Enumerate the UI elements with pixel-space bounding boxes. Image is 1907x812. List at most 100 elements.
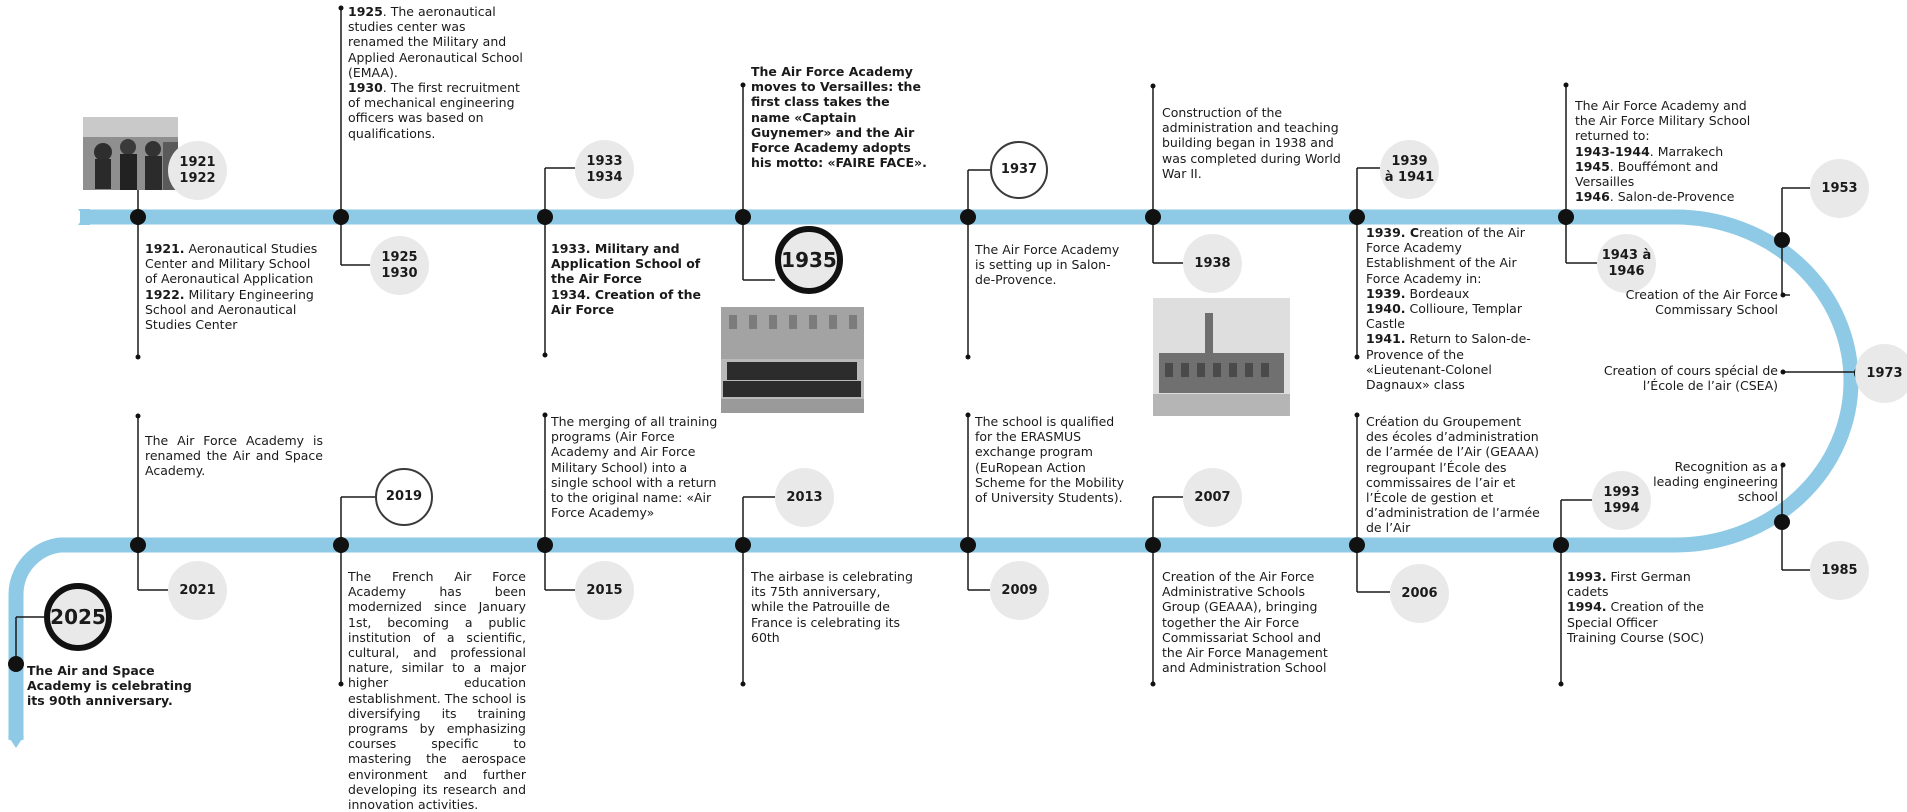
event-line-text: . The first recruitment of mechanical en… <box>348 80 520 141</box>
event-line-lead: 1939. <box>1366 285 1406 301</box>
event-text-1937: The Air Force Academy is setting up in S… <box>975 242 1125 288</box>
event-line-text: Création du Groupement des écoles d’admi… <box>1366 414 1540 536</box>
event-line-text: The Air Force Academy is setting up in S… <box>975 242 1120 288</box>
event-text-1973: Creation of cours spécial de l’École de … <box>1600 363 1778 393</box>
event-line-text: First German cadets <box>1567 569 1691 600</box>
event-line: 1925. The aeronautical studies center wa… <box>348 4 523 80</box>
event-line-lead: 1941. <box>1366 331 1406 347</box>
event-line-text: Creation of the Air Force Administrative… <box>1162 569 1328 676</box>
event-line: 1933. Military and Application School of… <box>551 241 723 287</box>
timeline-end-arrow <box>8 736 24 748</box>
event-line-lead: The Air and Space Academy is celebrating… <box>27 663 192 709</box>
event-line-lead: 1943-1944 <box>1575 143 1650 159</box>
event-line: The Air Force Academy and the Air Force … <box>1575 98 1755 144</box>
event-line-lead: 1994. <box>1567 599 1607 615</box>
event-text-1921: 1921. Aeronautical Studies Center and Mi… <box>145 241 325 332</box>
event-line-text: reation of the Air Force Academy Establi… <box>1366 225 1525 286</box>
event-line-lead: 1945 <box>1575 158 1610 174</box>
event-text-1943: The Air Force Academy and the Air Force … <box>1575 98 1755 204</box>
event-line-lead: 1922. <box>145 286 185 302</box>
event-line: 1993. First German cadets <box>1567 569 1707 599</box>
event-text-1935: The Air Force Academy moves to Versaille… <box>751 64 931 170</box>
event-text-2025: The Air and Space Academy is celebrating… <box>27 663 207 709</box>
photo-1921 <box>83 117 178 190</box>
event-line-text: Bordeaux <box>1405 285 1470 301</box>
year-bubble-1973: 1973 <box>1855 344 1907 403</box>
event-line-text: . Bouffémont and Versailles <box>1575 158 1719 190</box>
event-line-text: Aeronautical Studies Center and Military… <box>145 241 318 287</box>
event-line-lead: 1939. C <box>1366 225 1420 240</box>
event-line: 1994. Creation of the Special Officer Tr… <box>1567 599 1707 645</box>
year-bubble-2019: 2019 <box>375 468 433 526</box>
event-line-text: The Air Force Academy and the Air Force … <box>1575 98 1751 144</box>
event-line: The school is qualified for the ERASMUS … <box>975 414 1135 505</box>
event-line: 1939. Bordeaux <box>1366 286 1546 301</box>
event-line-text: Collioure, Templar Castle <box>1366 301 1522 332</box>
event-line: 1941. Return to Salon-de-Provence of the… <box>1366 331 1546 392</box>
year-bubble-1953: 1953 <box>1810 159 1869 218</box>
event-line-text: Military Engineering School and Aeronaut… <box>145 286 314 333</box>
year-bubble-1933: 1933 1934 <box>575 140 634 199</box>
event-line: Creation of cours spécial de l’École de … <box>1600 363 1778 393</box>
timeline-track <box>8 209 1859 740</box>
event-line: The French Air Force Academy has been mo… <box>348 569 526 812</box>
event-line-text: Return to Salon-de-Provence of the «Lieu… <box>1366 331 1531 393</box>
event-text-2019: The French Air Force Academy has been mo… <box>348 569 526 812</box>
event-line-text: Creation of the Special Officer Training… <box>1567 599 1705 645</box>
year-bubble-1939: 1939 à 1941 <box>1380 140 1439 199</box>
event-line-lead: 1921. <box>145 241 185 256</box>
event-line: Creation of the Air Force Administrative… <box>1162 569 1344 675</box>
event-text-2021: The Air Force Academy is renamed the Air… <box>145 433 323 479</box>
event-line: 1943-1944. Marrakech <box>1575 144 1755 159</box>
photo-1938 <box>1153 298 1290 416</box>
event-line-text: Construction of the administration and t… <box>1162 105 1341 181</box>
year-bubble-2021: 2021 <box>168 561 227 620</box>
event-line: The Air Force Academy is renamed the Air… <box>145 433 323 479</box>
event-line: 1930. The first recruitment of mechanica… <box>348 80 523 141</box>
year-bubble-1925: 1925 1930 <box>370 236 429 295</box>
event-text-1925: 1925. The aeronautical studies center wa… <box>348 4 523 141</box>
photo-1935 <box>721 307 864 413</box>
event-line: 1922. Military Engineering School and Ae… <box>145 287 325 333</box>
event-line-text: The merging of all training programs (Ai… <box>551 414 718 521</box>
event-line: 1939. Creation of the Air Force Academy … <box>1366 225 1546 286</box>
event-line-lead: 1933. Military and Application School of… <box>551 241 701 287</box>
timeline-start-arrow <box>78 209 90 225</box>
year-bubble-2025: 2025 <box>44 583 112 651</box>
event-line-text: . Marrakech <box>1649 143 1724 159</box>
event-text-2013: The airbase is celebrating its 75th anni… <box>751 569 916 645</box>
end-dots <box>135 5 1786 687</box>
event-text-2009: The school is qualified for the ERASMUS … <box>975 414 1135 505</box>
event-line-text: Recognition as a leading engineering sch… <box>1653 459 1778 505</box>
event-line: 1934. Creation of the Air Force <box>551 287 723 317</box>
event-line: Création du Groupement des écoles d’admi… <box>1366 414 1546 536</box>
event-line-text: . The aeronautical studies center was re… <box>348 4 523 80</box>
event-line-text: The school is qualified for the ERASMUS … <box>975 414 1124 506</box>
year-bubble-1985: 1985 <box>1810 541 1869 600</box>
event-line: 1946. Salon-de-Provence <box>1575 189 1755 204</box>
year-bubble-2015: 2015 <box>575 561 634 620</box>
event-line-text: . Salon-de-Provence <box>1609 189 1735 205</box>
event-line: 1945. Bouffémont and Versailles <box>1575 159 1755 189</box>
event-line-text: Creation of cours spécial de l’École de … <box>1603 363 1778 394</box>
connectors <box>15 8 1855 684</box>
event-line-text: The Air Force Academy is renamed the Air… <box>145 433 323 479</box>
year-bubble-2013: 2013 <box>775 468 834 527</box>
event-line-lead: 1993. <box>1567 569 1607 584</box>
event-line: The Air and Space Academy is celebrating… <box>27 663 207 709</box>
event-text-1953: Creation of the Air Force Commissary Sch… <box>1618 287 1778 317</box>
event-line: Recognition as a leading engineering sch… <box>1650 459 1778 505</box>
event-line: Construction of the administration and t… <box>1162 105 1344 181</box>
event-line-lead: 1946 <box>1575 189 1610 205</box>
year-bubble-2007: 2007 <box>1183 468 1242 527</box>
event-line: Creation of the Air Force Commissary Sch… <box>1618 287 1778 317</box>
event-line-lead: The Air Force Academy moves to Versaille… <box>751 64 927 171</box>
year-bubble-1921: 1921 1922 <box>168 141 227 200</box>
event-line-lead: 1925 <box>348 4 383 19</box>
event-line-lead: 1930 <box>348 80 383 96</box>
event-line-text: Creation of the Air Force Commissary Sch… <box>1625 287 1778 318</box>
event-text-2015: The merging of all training programs (Ai… <box>551 414 726 520</box>
event-line-lead: 1934. Creation of the Air Force <box>551 286 701 317</box>
event-text-2007: Creation of the Air Force Administrative… <box>1162 569 1344 675</box>
event-line: The merging of all training programs (Ai… <box>551 414 726 520</box>
